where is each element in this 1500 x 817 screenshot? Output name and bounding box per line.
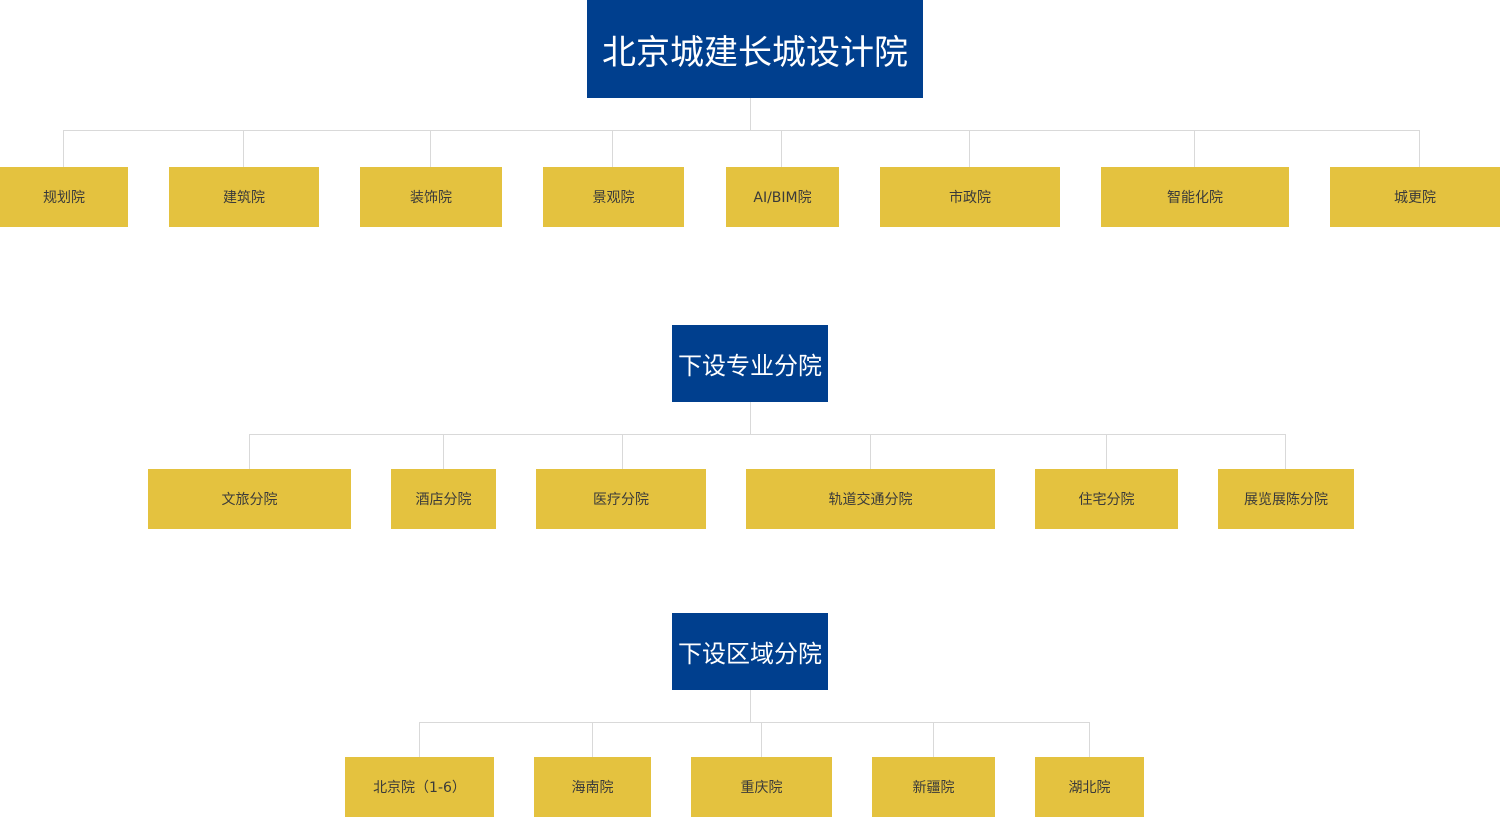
root-bus-line [63,130,1420,131]
root-child-node[interactable]: 城更院 [1330,167,1500,227]
root-drop-line [969,130,970,167]
professional-group-node: 下设专业分院 [672,325,828,402]
node-label: 下设区域分院 [678,640,822,668]
regional-trunk-line [750,690,751,722]
root-drop-line [430,130,431,167]
regional-drop-line [419,722,420,757]
node-label: 北京城建长城设计院 [602,32,908,73]
root-child-node[interactable]: 规划院 [0,167,128,227]
root-drop-line [1419,130,1420,167]
node-label: 湖北院 [1068,780,1111,796]
root-node: 北京城建长城设计院 [587,0,923,98]
node-label: AI/BIM院 [753,190,812,206]
root-child-node[interactable]: 市政院 [880,167,1060,227]
root-drop-line [63,130,64,167]
professional-drop-line [1285,434,1286,469]
node-label: 智能化院 [1167,190,1223,206]
node-label: 文旅分院 [221,492,278,508]
professional-child-node[interactable]: 住宅分院 [1035,469,1178,529]
regional-child-node[interactable]: 新疆院 [872,757,995,817]
node-label: 展览展陈分院 [1244,492,1328,508]
root-child-node[interactable]: 景观院 [543,167,684,227]
root-drop-line [1194,130,1195,167]
professional-child-node[interactable]: 轨道交通分院 [746,469,995,529]
node-label: 酒店分院 [415,492,472,508]
node-label: 海南院 [571,780,614,796]
professional-drop-line [622,434,623,469]
professional-trunk-line [750,402,751,434]
node-label: 城更院 [1394,190,1436,206]
root-trunk-line [750,98,751,130]
professional-child-node[interactable]: 文旅分院 [148,469,351,529]
node-label: 北京院（1-6） [373,780,466,796]
node-label: 市政院 [949,190,991,206]
root-child-node[interactable]: 装饰院 [360,167,502,227]
regional-bus-line [419,722,1090,723]
root-child-node[interactable]: 建筑院 [169,167,319,227]
professional-bus-line [249,434,1286,435]
node-label: 规划院 [43,190,85,206]
node-label: 下设专业分院 [678,352,822,380]
node-label: 住宅分院 [1078,492,1135,508]
regional-drop-line [933,722,934,757]
node-label: 轨道交通分院 [828,492,913,508]
regional-child-node[interactable]: 湖北院 [1035,757,1144,817]
root-drop-line [781,130,782,167]
regional-drop-line [761,722,762,757]
regional-drop-line [1089,722,1090,757]
root-drop-line [243,130,244,167]
node-label: 景观院 [592,190,635,206]
professional-child-node[interactable]: 医疗分院 [536,469,706,529]
regional-child-node[interactable]: 海南院 [534,757,651,817]
professional-drop-line [1106,434,1107,469]
professional-child-node[interactable]: 展览展陈分院 [1218,469,1354,529]
professional-drop-line [443,434,444,469]
root-drop-line [612,130,613,167]
regional-drop-line [592,722,593,757]
node-label: 重庆院 [740,780,783,796]
professional-drop-line [249,434,250,469]
node-label: 装饰院 [410,190,452,206]
professional-child-node[interactable]: 酒店分院 [391,469,496,529]
root-child-node[interactable]: 智能化院 [1101,167,1289,227]
regional-group-node: 下设区域分院 [672,613,828,690]
root-child-node[interactable]: AI/BIM院 [726,167,839,227]
node-label: 医疗分院 [593,492,649,508]
node-label: 新疆院 [912,780,955,796]
regional-child-node[interactable]: 北京院（1-6） [345,757,494,817]
regional-child-node[interactable]: 重庆院 [691,757,832,817]
node-label: 建筑院 [223,190,265,206]
professional-drop-line [870,434,871,469]
